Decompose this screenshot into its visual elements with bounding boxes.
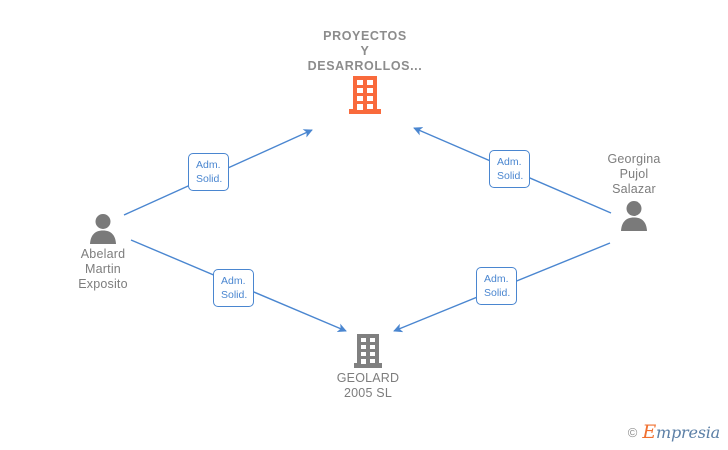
person-icon <box>621 201 647 231</box>
node-georgina[interactable]: Georgina Pujol Salazar <box>554 152 714 231</box>
edge-label-abelard-to-proyectos[interactable]: Adm. Solid. <box>188 153 230 191</box>
empresia-watermark: © Empresia <box>628 423 720 442</box>
building-icon <box>354 334 382 368</box>
node-proyectos[interactable]: PROYECTOS Y DESARROLLOS... <box>285 29 445 114</box>
empresia-logo-rest: mpresia <box>656 423 720 442</box>
empresia-logo-initial: E <box>642 421 656 443</box>
node-abelard-label: Abelard Martin Exposito <box>78 247 128 291</box>
person-icon <box>90 214 116 244</box>
copyright-icon: © <box>627 425 638 440</box>
edge-label-abelard-to-geolard[interactable]: Adm. Solid. <box>213 269 255 307</box>
node-georgina-label: Georgina Pujol Salazar <box>607 152 661 196</box>
node-proyectos-label: PROYECTOS Y DESARROLLOS... <box>307 29 423 73</box>
node-geolard[interactable]: GEOLARD 2005 SL <box>288 334 448 401</box>
empresia-logo: Empresia <box>642 423 720 442</box>
node-abelard[interactable]: Abelard Martin Exposito <box>23 212 183 292</box>
edge-label-georgina-to-geolard[interactable]: Adm. Solid. <box>476 267 518 305</box>
node-geolard-label: GEOLARD 2005 SL <box>336 371 400 400</box>
edge-label-georgina-to-proyectos[interactable]: Adm. Solid. <box>489 150 531 188</box>
building-icon <box>349 76 381 114</box>
